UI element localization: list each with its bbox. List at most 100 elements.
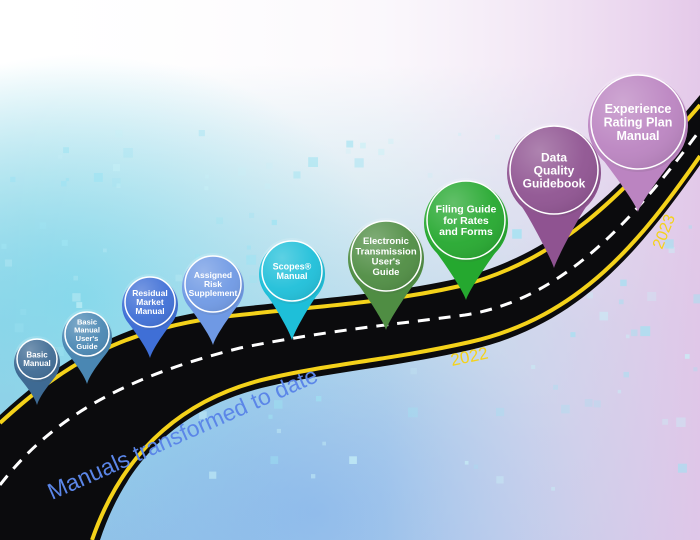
pin-label-line: Manual	[616, 129, 659, 143]
pin-label-line: Supplement	[189, 288, 238, 298]
bokeh-square	[664, 239, 674, 249]
pin-label-line: Transmission	[355, 246, 416, 257]
bokeh-square	[61, 239, 68, 246]
bokeh-square	[123, 148, 133, 158]
bokeh-square	[10, 176, 16, 183]
bokeh-square	[1, 243, 7, 249]
pin-label-line: Manual	[74, 326, 100, 335]
bokeh-square	[293, 171, 301, 179]
bokeh-square	[427, 172, 433, 178]
pin-label: Scopes®Manual	[273, 261, 312, 281]
bokeh-square	[360, 142, 366, 149]
bokeh-square	[246, 254, 257, 265]
pin-label-line: Electronic	[363, 236, 409, 247]
bokeh-square	[662, 418, 669, 425]
bokeh-square	[264, 183, 271, 189]
pin-ring	[509, 125, 599, 215]
bokeh-square	[4, 259, 12, 267]
pin-ring	[350, 220, 422, 292]
bokeh-square	[276, 428, 281, 434]
pin-label-line: Guidebook	[523, 176, 586, 190]
bokeh-square	[345, 148, 351, 154]
bokeh-square	[618, 299, 624, 305]
pin-shading	[62, 309, 112, 359]
pin-label-line: Data	[541, 150, 567, 164]
bokeh-square	[65, 178, 69, 182]
pin-shading	[259, 238, 325, 304]
road-body	[0, 95, 700, 540]
bokeh-square	[63, 147, 69, 154]
bokeh-square	[72, 293, 81, 302]
bokeh-square	[640, 326, 651, 337]
bokeh-square	[512, 229, 522, 239]
pin-shading	[122, 274, 178, 330]
bokeh-square	[495, 134, 500, 140]
bokeh-square	[473, 464, 479, 469]
pin-shading	[182, 253, 244, 315]
bokeh-square	[570, 332, 576, 338]
bokeh-square	[175, 274, 182, 282]
pin-label-line: Basic	[77, 318, 97, 327]
pin-label-line: for Rates	[443, 215, 489, 227]
bokeh-square	[620, 279, 627, 287]
bokeh-square	[410, 367, 417, 375]
bokeh-square	[103, 248, 107, 253]
bokeh-square	[249, 275, 258, 283]
pin-shading	[348, 218, 424, 294]
pin-label-line: Risk	[204, 279, 222, 289]
bokeh-square	[311, 474, 316, 479]
pin-label-line: Quality	[534, 163, 575, 177]
pin-label-line: Residual	[132, 288, 167, 298]
pin-ring	[261, 240, 323, 302]
pin-shading	[14, 336, 60, 382]
bokeh-square	[354, 158, 364, 168]
bokeh-square	[112, 178, 121, 187]
bokeh-square	[199, 411, 207, 419]
bokeh-square	[623, 371, 629, 378]
pin-shading	[424, 178, 508, 262]
pin-ring	[426, 180, 506, 260]
bokeh-square	[316, 396, 322, 402]
pin-shading	[507, 123, 601, 217]
bokeh-square	[266, 162, 273, 170]
bokeh-square	[322, 441, 326, 446]
pin-ring	[590, 74, 686, 170]
pin-label-line: Market	[136, 297, 164, 307]
pin-label-line: Rating Plan	[604, 116, 673, 130]
bokeh-square	[408, 407, 418, 418]
bokeh-square	[249, 212, 255, 218]
road-edge-bottom	[90, 154, 700, 540]
bokeh-square	[113, 164, 121, 172]
bokeh-square	[617, 389, 622, 394]
bokeh-square	[464, 460, 469, 465]
bokeh-square	[116, 183, 121, 188]
pin-ring	[64, 311, 110, 357]
bokeh-square	[693, 294, 700, 304]
bokeh-square	[238, 167, 246, 176]
bokeh-square	[246, 245, 251, 250]
bokeh-square	[20, 308, 27, 315]
bokeh-square	[625, 334, 630, 339]
bokeh-square	[61, 180, 67, 187]
bokeh-square	[58, 154, 63, 159]
bokeh-square	[677, 463, 687, 473]
pin-label-line: Guide	[373, 267, 400, 278]
pin-ring	[16, 338, 58, 380]
bokeh-square	[205, 174, 209, 179]
pin-label-line: Basic	[26, 351, 48, 360]
